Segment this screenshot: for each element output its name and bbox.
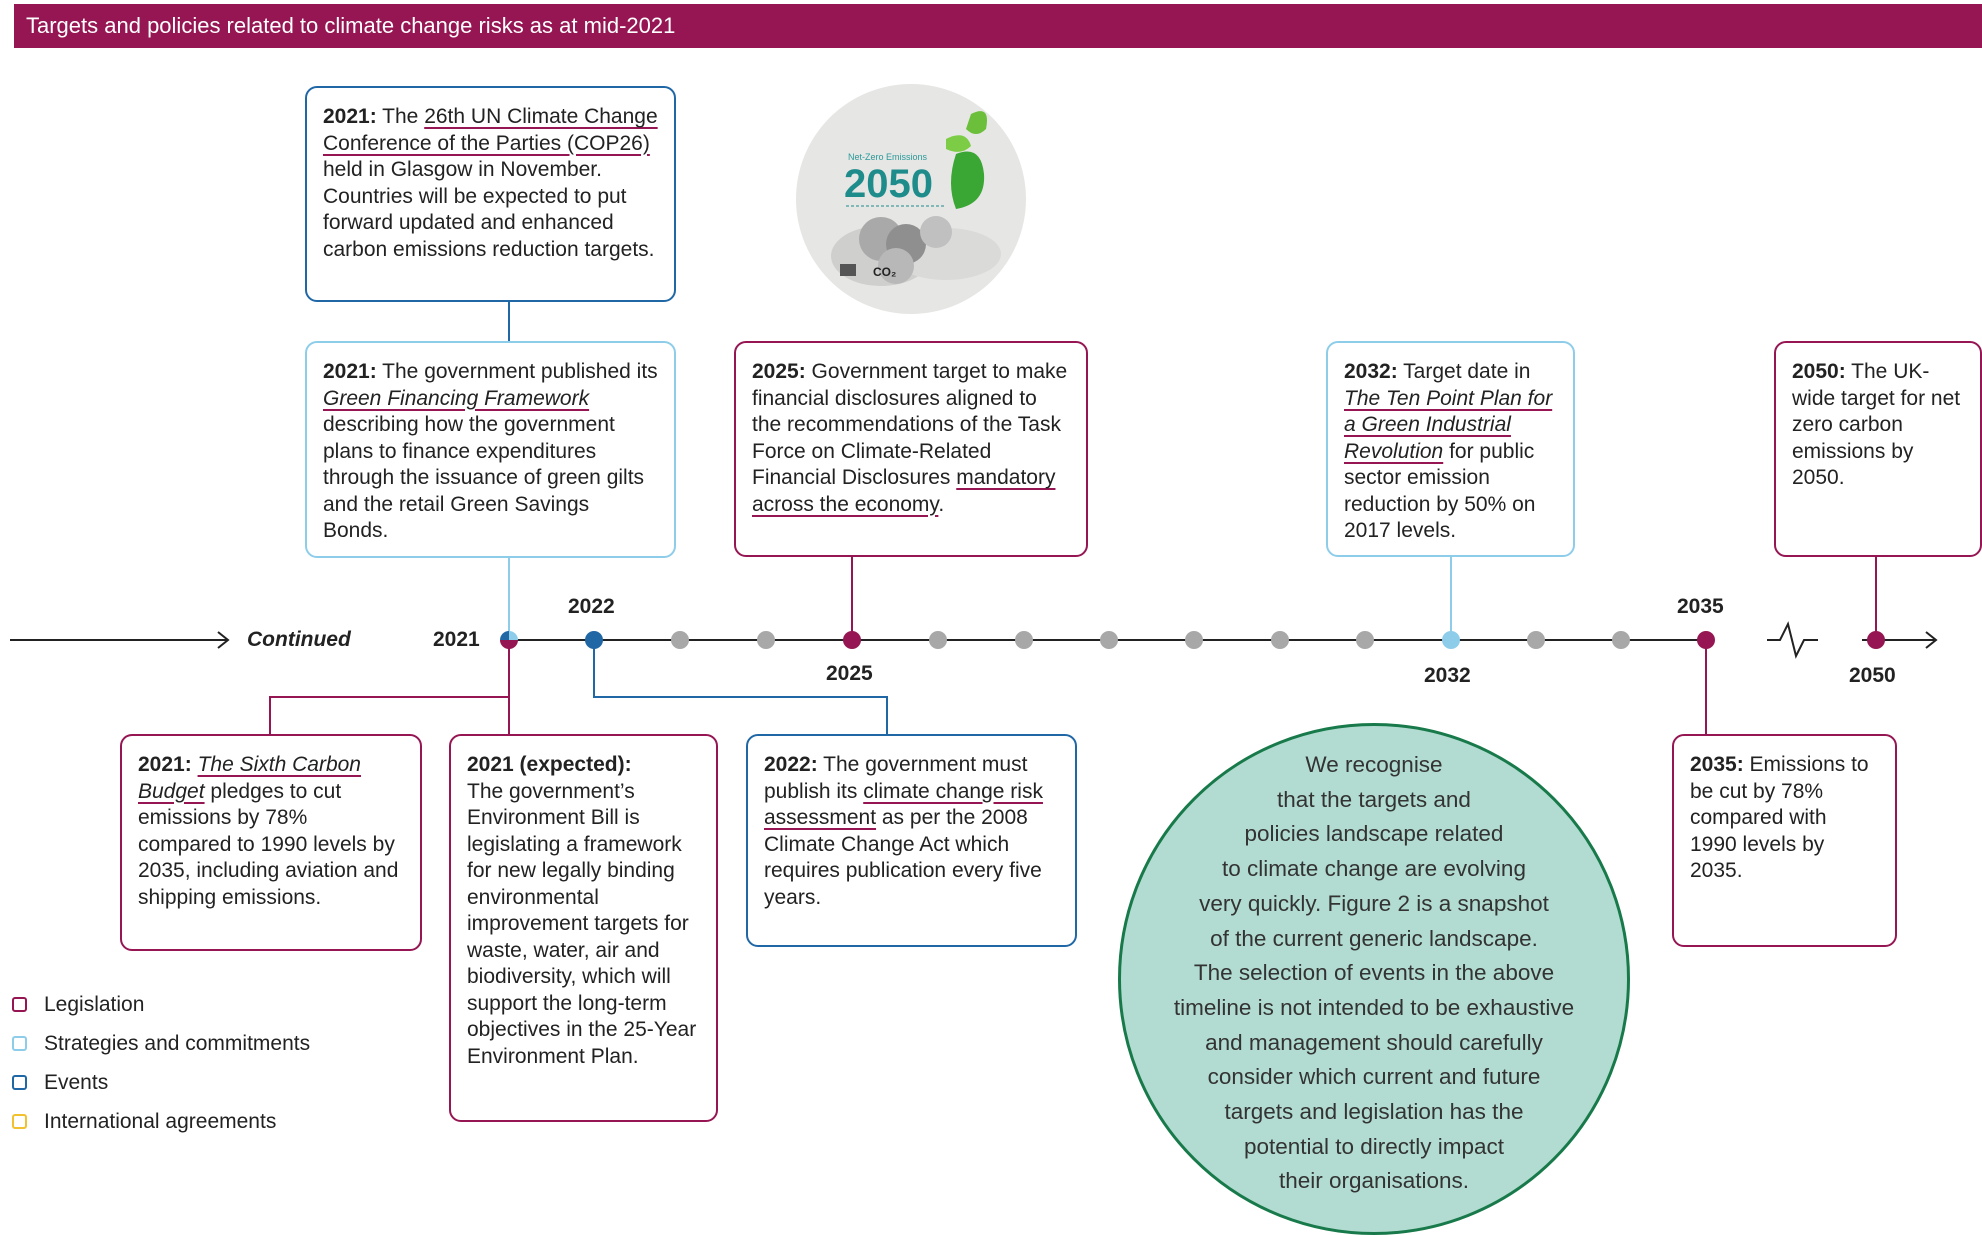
node-2021 bbox=[500, 631, 518, 649]
legend-swatch-events bbox=[12, 1075, 27, 1090]
node-2030 bbox=[1271, 631, 1289, 649]
legislation-box-environment-bill: 2021 (expected):The government’s Environ… bbox=[449, 734, 718, 1122]
timeline-end-arrowhead bbox=[1925, 631, 1938, 649]
legend-item-international: International agreements bbox=[12, 1102, 310, 1141]
link-climate-risk-assessment[interactable]: climate change risk assessment bbox=[764, 779, 1043, 830]
strategy-box-ten-point-plan: 2032: Target date in The Ten Point Plan … bbox=[1326, 341, 1575, 557]
link-mandatory-economy[interactable]: mandatory across the economy bbox=[752, 466, 1056, 516]
node-2035 bbox=[1697, 631, 1715, 649]
link-cop26[interactable]: 26th UN Climate Change Conference of the… bbox=[323, 105, 658, 155]
logo-year: 2050 bbox=[844, 162, 933, 206]
legend-swatch-legislation bbox=[12, 997, 27, 1012]
legislation-box-uk-2050: 2050: The UK-wide target for net zero ca… bbox=[1774, 341, 1982, 557]
year-label-2022: 2022 bbox=[568, 595, 615, 618]
node-2029 bbox=[1185, 631, 1203, 649]
net-zero-2050-logo: CO₂ Net-Zero Emissions 2050 bbox=[796, 84, 1026, 314]
node-2027 bbox=[1015, 631, 1033, 649]
event-box-risk-assessment: 2022: The government must publish its cl… bbox=[746, 734, 1077, 947]
legislation-box-tcfd: 2025: Government target to make financia… bbox=[734, 341, 1088, 557]
legend-item-legislation: Legislation bbox=[12, 985, 310, 1024]
node-2034 bbox=[1612, 631, 1630, 649]
connector-risk-assessment bbox=[593, 648, 888, 735]
continued-arrowhead bbox=[217, 631, 230, 649]
legend-item-strategies: Strategies and commitments bbox=[12, 1024, 310, 1063]
legend-item-events: Events bbox=[12, 1063, 310, 1102]
node-2033 bbox=[1527, 631, 1545, 649]
year-label-2021: 2021 bbox=[433, 628, 480, 651]
logo-caption: Net-Zero Emissions bbox=[848, 152, 928, 162]
legend-swatch-international bbox=[12, 1114, 27, 1129]
node-2032 bbox=[1442, 631, 1460, 649]
node-2022 bbox=[585, 631, 603, 649]
year-label-2050: 2050 bbox=[1849, 664, 1896, 687]
logo-gas: CO₂ bbox=[873, 265, 896, 279]
event-box-cop26: 2021: The 26th UN Climate Change Confere… bbox=[305, 86, 676, 302]
leaf-icon bbox=[951, 151, 985, 209]
legend: Legislation Strategies and commitments E… bbox=[12, 985, 310, 1141]
node-2025 bbox=[843, 631, 861, 649]
node-2023 bbox=[671, 631, 689, 649]
connector-sixth-carbon bbox=[269, 648, 510, 735]
node-2024 bbox=[757, 631, 775, 649]
note-text: We recognise that the targets and polici… bbox=[1173, 752, 1575, 1194]
strategy-box-green-financing: 2021: The government published its Green… bbox=[305, 341, 676, 558]
year-label-2025: 2025 bbox=[826, 662, 873, 685]
year-label-2032: 2032 bbox=[1424, 664, 1471, 687]
link-green-financing-framework[interactable]: Green Financing Framework bbox=[323, 386, 590, 410]
continued-label: Continued bbox=[247, 628, 351, 651]
legislation-box-emissions-2035: 2035: Emissions to be cut by 78% compare… bbox=[1672, 734, 1897, 947]
node-2050 bbox=[1867, 631, 1885, 649]
timeline-break-icon bbox=[1767, 621, 1818, 659]
node-2031 bbox=[1356, 631, 1374, 649]
figure-title: Targets and policies related to climate … bbox=[26, 13, 676, 38]
link-sixth-carbon-budget[interactable]: The Sixth Carbon Budget bbox=[138, 753, 361, 803]
note-circle bbox=[1118, 723, 1630, 1235]
link-ten-point-plan[interactable]: The Ten Point Plan for a Green Industria… bbox=[1344, 386, 1553, 463]
legend-swatch-strategies bbox=[12, 1036, 27, 1051]
figure-title-bar: Targets and policies related to climate … bbox=[14, 4, 1982, 48]
year-label-2035: 2035 bbox=[1677, 595, 1724, 618]
node-2028 bbox=[1100, 631, 1118, 649]
node-2026 bbox=[929, 631, 947, 649]
legislation-box-sixth-carbon-budget: 2021: The Sixth Carbon Budget pledges to… bbox=[120, 734, 422, 951]
